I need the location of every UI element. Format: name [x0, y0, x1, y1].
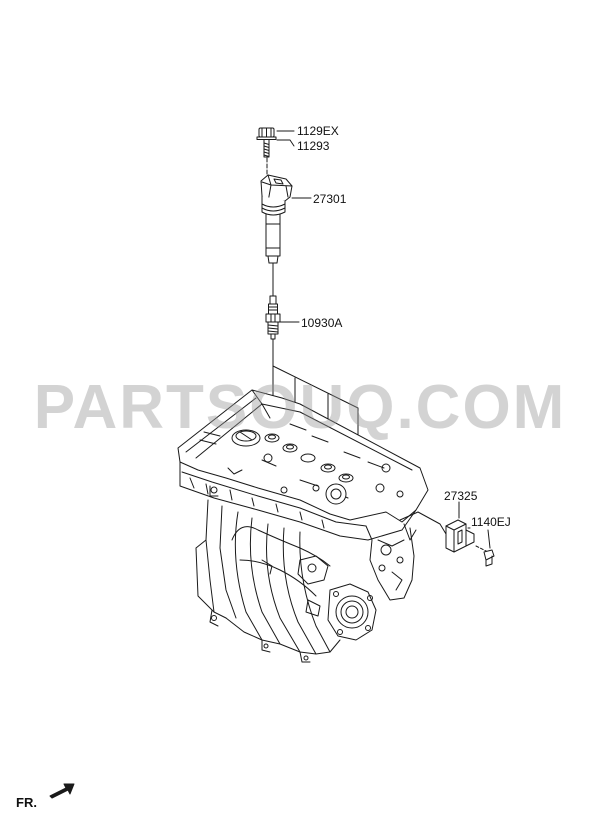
callout-1140ej[interactable]: 1140EJ	[471, 515, 511, 529]
callout-11293[interactable]: 11293	[297, 139, 330, 153]
ignition-coil[interactable]	[260, 157, 293, 264]
callout-10930a[interactable]: 10930A	[301, 316, 343, 330]
front-arrow-icon	[49, 783, 75, 799]
cam-position-sensor[interactable]	[445, 519, 475, 553]
coil-bolt[interactable]	[256, 127, 277, 158]
spark-plug[interactable]	[265, 295, 281, 340]
callout-1129ex[interactable]: 1129EX	[297, 124, 339, 138]
leader-line-11293	[276, 139, 295, 147]
sensor-bolt[interactable]	[475, 545, 495, 567]
front-label: FR.	[16, 795, 37, 810]
engine-assembly	[177, 389, 447, 663]
leader-line-1140ej-down	[487, 529, 491, 549]
callout-27301[interactable]: 27301	[313, 192, 347, 206]
callout-27325[interactable]: 27325	[444, 489, 478, 503]
